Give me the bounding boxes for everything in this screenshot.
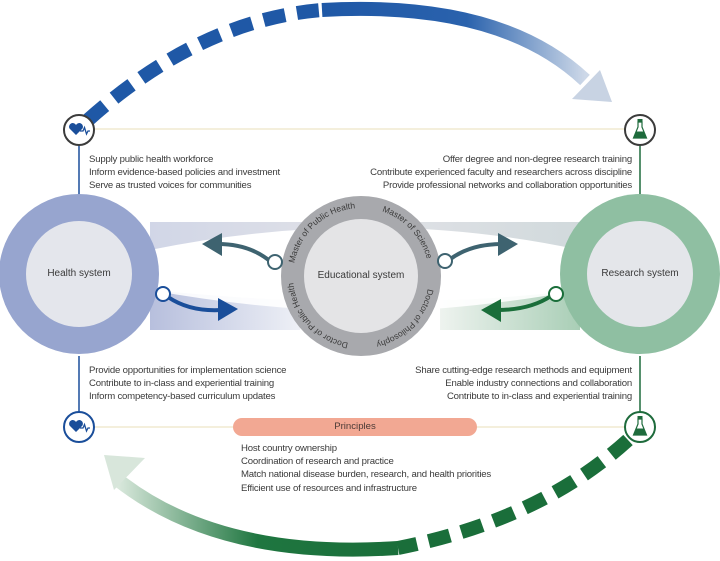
connector-band-gap <box>150 252 580 312</box>
arrow-edu-to-research-head <box>498 233 518 256</box>
research-icon-badge-top <box>624 114 656 146</box>
arrow-edu-to-research <box>447 242 503 262</box>
heart-pulse-icon <box>69 420 90 433</box>
research-top-item: Contribute experienced faculty and resea… <box>370 167 632 179</box>
educational-system-core <box>304 219 418 333</box>
arrow-health-to-edu-head <box>218 298 238 321</box>
arrow-health-to-edu <box>166 295 223 313</box>
arrow-research-to-edu <box>496 294 553 312</box>
principles-list: Host country ownership Coordination of r… <box>241 442 491 495</box>
flask-icon <box>632 416 648 436</box>
connector-band-top <box>150 222 580 250</box>
principle-item: Match national disease burden, research,… <box>241 469 491 481</box>
research-top-item: Provide professional networks and collab… <box>382 180 632 192</box>
health-top-item: Serve as trusted voices for communities <box>89 180 252 192</box>
principles-header: Principles <box>233 418 477 436</box>
research-system-core <box>587 221 693 327</box>
research-bottom-item: Share cutting-edge research methods and … <box>415 365 632 376</box>
research-bottom-item: Contribute to in-class and experiential … <box>446 391 632 403</box>
educational-system-label: Educational system <box>317 270 405 281</box>
arrow-edu-to-research-origin <box>437 253 453 269</box>
health-top-item: Supply public health workforce <box>89 154 214 165</box>
principle-item: Coordination of research and practice <box>241 456 394 468</box>
health-bottom-item: Provide opportunities for implementation… <box>89 365 287 376</box>
top-arc-dashed <box>83 3 323 126</box>
arrow-edu-to-health-origin <box>267 254 283 270</box>
health-system-core <box>26 221 132 327</box>
principle-item: Host country ownership <box>241 443 337 454</box>
research-bottom-item: Enable industry connections and collabor… <box>445 378 632 390</box>
health-top-item: Inform evidence-based policies and inves… <box>89 167 280 179</box>
arrow-research-to-edu-origin <box>548 286 564 302</box>
health-bottom-item: Inform competency-based curriculum updat… <box>89 391 276 403</box>
research-top-item: Offer degree and non-degree research tra… <box>442 154 632 165</box>
health-top-list: Supply public health workforce Inform ev… <box>89 153 280 193</box>
arrow-edu-to-health-head <box>202 233 222 256</box>
research-top-list: Offer degree and non-degree research tra… <box>370 153 632 193</box>
heart-pulse-icon <box>69 123 90 136</box>
research-system-label: Research system <box>601 268 679 279</box>
top-arc-solid <box>321 1 590 86</box>
research-icon-badge-bottom <box>624 411 656 443</box>
research-bottom-list: Share cutting-edge research methods and … <box>415 364 632 404</box>
arrow-health-to-edu-origin <box>155 286 171 302</box>
bottom-arc-solid <box>113 474 399 557</box>
arrow-edu-to-health <box>217 242 273 264</box>
bottom-arc-dashed <box>396 434 633 555</box>
arrow-research-to-edu-head <box>481 299 501 322</box>
health-bottom-list: Provide opportunities for implementation… <box>89 364 287 404</box>
health-system-label: Health system <box>47 268 111 279</box>
top-arc-arrowhead <box>572 70 612 102</box>
flask-icon <box>632 119 648 139</box>
health-bottom-item: Contribute to in-class and experiential … <box>89 378 275 390</box>
principle-item: Efficient use of resources and infrastru… <box>241 482 417 494</box>
bottom-arc-arrowhead <box>104 455 145 490</box>
